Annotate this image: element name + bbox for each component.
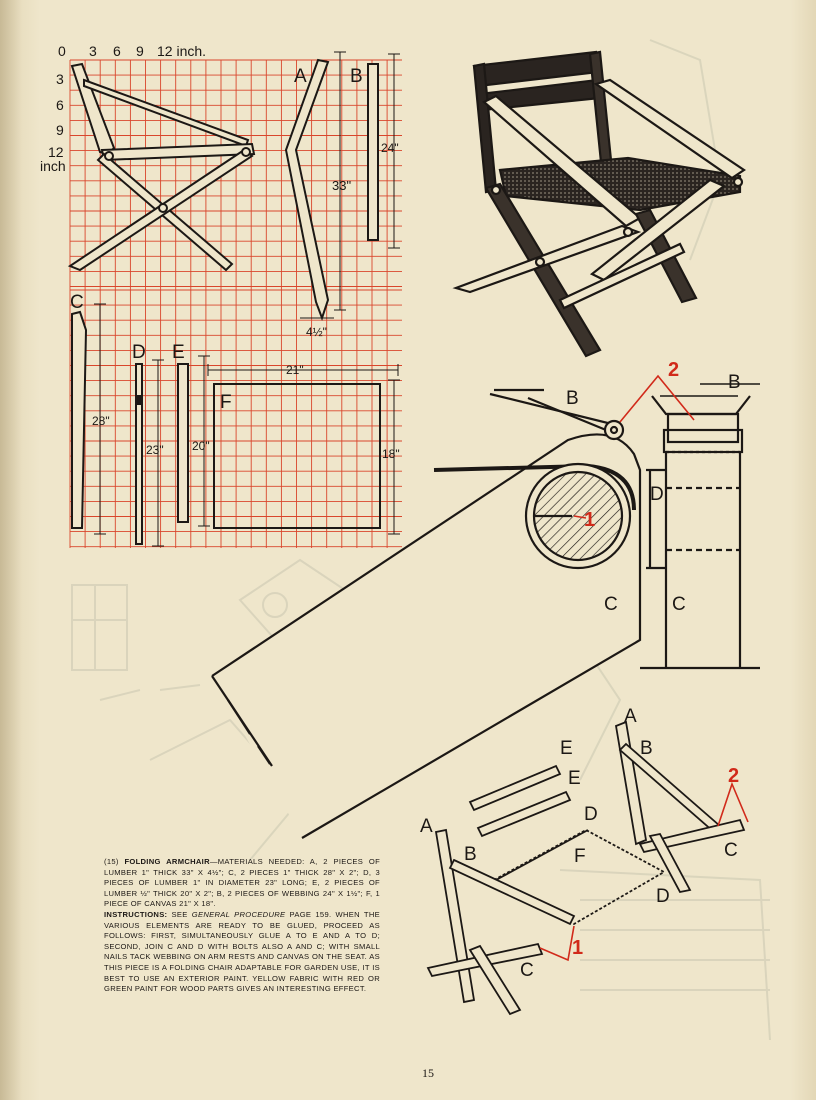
scale-tick-12: 12 inch.: [157, 43, 206, 59]
assembly-label-d-bottom: D: [656, 886, 670, 907]
side-tick-12: 12: [48, 144, 64, 160]
instructions-caption: (15) FOLDING ARMCHAIR—MATERIALS NEEDED: …: [104, 857, 380, 995]
assembly-drawing: [426, 720, 746, 1016]
side-tick-6: 6: [56, 97, 64, 113]
scale-ruler: 0 3 6 9 12 inch. 3 6 9 12 inch: [40, 43, 206, 174]
assembly-label-b-left: B: [464, 844, 477, 865]
part-f-height: 18": [382, 447, 400, 461]
detail-callout-1: 1: [584, 509, 595, 531]
detail-label-c-left: C: [604, 594, 618, 615]
instructions-label: INSTRUCTIONS:: [104, 909, 168, 919]
part-d-dimension: 23": [146, 443, 164, 457]
detail-callout-2: 2: [668, 359, 679, 381]
side-profile-drawing: [67, 62, 256, 272]
assembly-label-e-top: E: [560, 738, 573, 759]
instructions-ref: GENERAL PROCEDURE: [191, 909, 286, 919]
detail-callout-lines: [573, 374, 695, 519]
scale-tick-0: 0: [58, 43, 66, 59]
assembly-label-c-left: C: [520, 960, 534, 981]
part-b-drawing: [367, 53, 400, 249]
measurement-grid-lower: [69, 289, 402, 548]
caption-title: FOLDING ARMCHAIR: [124, 857, 210, 866]
part-a-dimension: 33": [332, 178, 351, 193]
assembly-label-c-right: C: [724, 840, 738, 861]
part-f-width: 21": [286, 363, 304, 377]
assembly-label-a-left: A: [420, 816, 433, 837]
part-e-dimension: 20": [192, 439, 210, 453]
chair-illustration: [452, 50, 746, 358]
part-e-drawing: [177, 355, 210, 527]
part-c-drawing: [71, 303, 106, 535]
assembly-callout-1: 1: [572, 937, 583, 959]
side-tick-9: 9: [56, 122, 64, 138]
page-number: 15: [422, 1066, 434, 1080]
detail-label-d: D: [650, 484, 664, 505]
scale-tick-6: 6: [113, 43, 121, 59]
caption-number: (15): [104, 857, 119, 866]
part-b-dimension: 24": [381, 141, 399, 155]
part-f-drawing: [207, 364, 400, 535]
assembly-callout-2: 2: [728, 765, 739, 787]
assembly-label-d-top: D: [584, 804, 598, 825]
detail-label-c-right: C: [672, 594, 686, 615]
side-tick-3: 3: [56, 71, 64, 87]
part-d-letter: D: [132, 342, 146, 363]
part-a-letter: A: [294, 66, 307, 87]
detail-label-b-left: B: [566, 388, 579, 409]
part-b-letter: B: [350, 66, 363, 87]
part-a-drawing: [284, 51, 346, 321]
side-unit: inch: [40, 158, 66, 174]
scale-tick-9: 9: [136, 43, 144, 59]
instructions-pre: SEE: [167, 909, 192, 919]
assembly-label-e-bottom: E: [568, 768, 581, 789]
part-c-letter: C: [70, 292, 84, 313]
assembly-callout-lines: [539, 781, 749, 962]
instructions-paragraph: INSTRUCTIONS: SEE GENERAL PROCEDURE PAGE…: [104, 910, 380, 995]
instructions-body: PAGE 159. WHEN THE VARIOUS ELEMENTS ARE …: [104, 909, 380, 994]
page-gutter-shadow: [0, 0, 22, 1100]
assembly-label-a-right: A: [624, 706, 637, 727]
scale-tick-3: 3: [89, 43, 97, 59]
part-f-letter: F: [220, 392, 232, 413]
part-a-width: 4½": [306, 325, 327, 339]
part-d-drawing: [135, 359, 164, 547]
assembly-label-b-right: B: [640, 738, 653, 759]
assembly-label-f: F: [574, 846, 586, 867]
caption-materials: —MATERIALS NEEDED: A, 2 PIECES OF LUMBER…: [104, 857, 381, 909]
part-e-letter: E: [172, 342, 185, 363]
detail-label-b-right: B: [728, 372, 741, 393]
part-c-dimension: 28": [92, 414, 110, 428]
materials-paragraph: (15) FOLDING ARMCHAIR—MATERIALS NEEDED: …: [104, 857, 380, 910]
